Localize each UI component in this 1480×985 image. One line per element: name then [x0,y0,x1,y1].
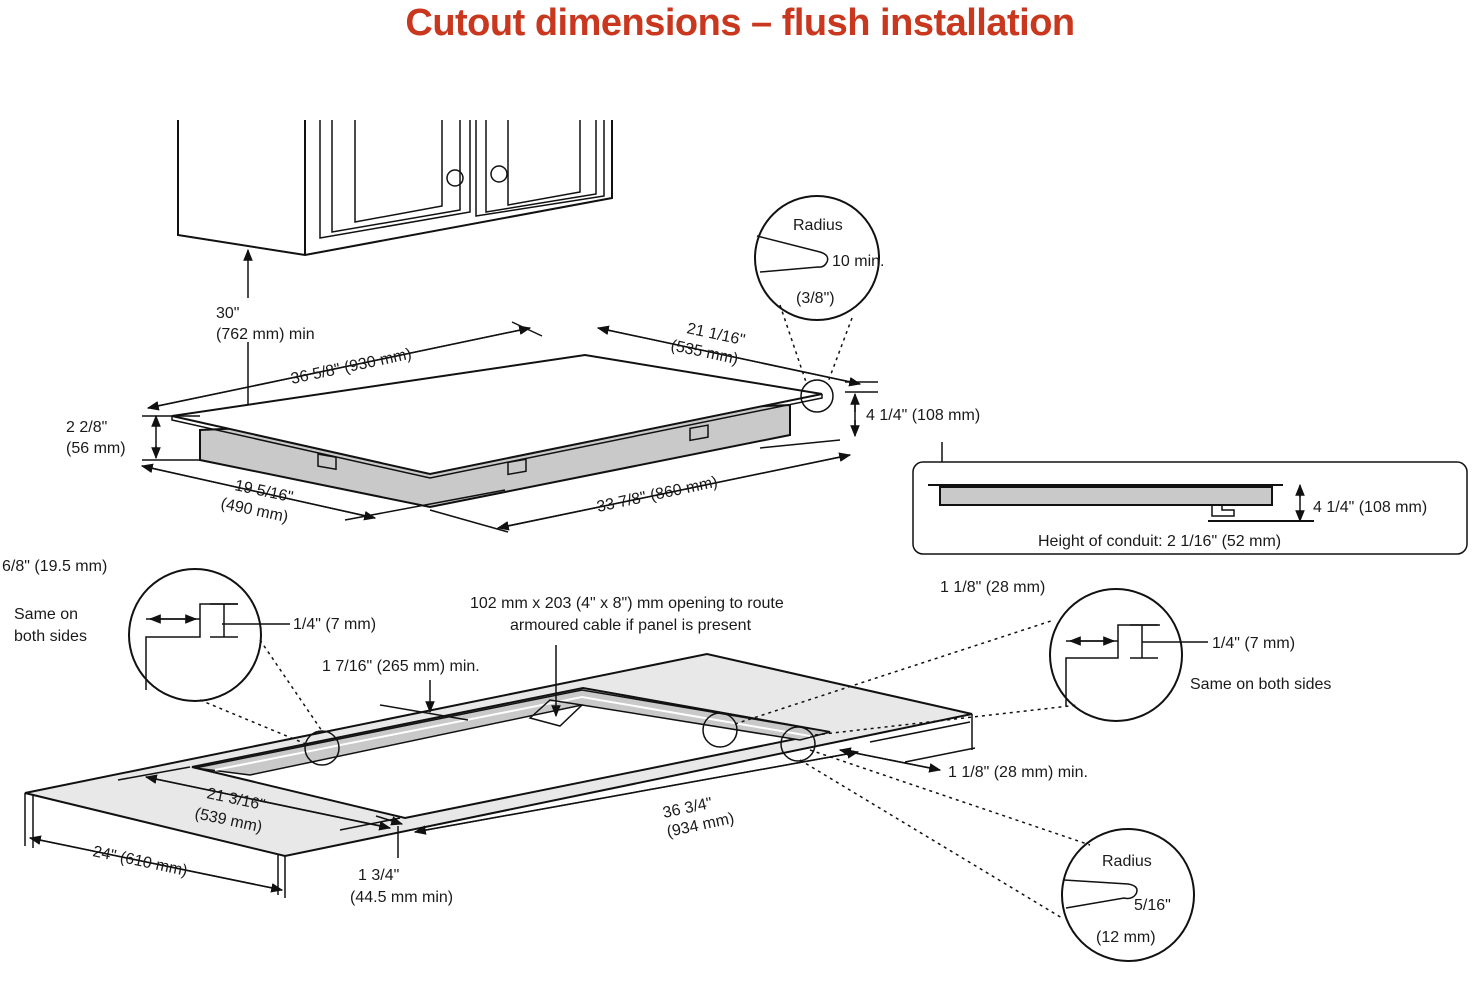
right-ledge-label: 1 1/8" (28 mm) [940,579,1045,596]
radius-value-top: 10 min. [832,253,884,270]
left-depth-label: 1/4" (7 mm) [293,616,376,633]
radius-detail-bottom: Radius 5/16" (12 mm) [1061,828,1195,962]
cabinet-knob-right [490,165,508,183]
front-min-value: 1 3/4" [358,867,399,884]
clearance-unit: (762 mm) min [216,326,315,343]
upper-cabinet [177,120,613,257]
clearance-value: 30" [216,305,239,322]
side-cooktop-body [939,486,1273,506]
profile-detail-left [128,568,290,702]
conduit-label: Height of conduit: 2 1/16" (52 mm) [1038,533,1281,550]
side-min-label: 1 1/8" (28 mm) min. [948,764,1088,781]
opening-note-line2: armoured cable if panel is present [510,617,752,634]
connector-icon [317,453,337,471]
connector-icon [689,424,709,442]
radius-unit-top: (3/8") [796,290,835,307]
right-note: Same on both sides [1190,676,1331,693]
left-callout-marker [304,730,340,766]
radius-unit-bottom: (12 mm) [1096,929,1156,946]
radius-callout-marker [800,379,834,413]
thickness-unit: (56 mm) [66,440,126,457]
front-min-unit: (44.5 mm min) [350,889,453,906]
countertop [24,652,973,898]
radius-title-bottom: Radius [1102,853,1152,870]
side-detail-box: 4 1/4" (108 mm) Height of conduit: 2 1/1… [912,442,1468,555]
cutout-ledge [194,689,831,776]
right-depth-label: 1/4" (7 mm) [1212,635,1295,652]
back-min-label: 1 7/16" (265 mm) min. [322,658,480,675]
radius-callout-marker [780,726,816,762]
diagram-title: Cutout dimensions – flush installation [405,2,1075,44]
connector-icon [507,458,527,476]
side-height-label: 4 1/4" (108 mm) [1313,499,1427,516]
radius-detail-top: Radius 10 min. (3/8") [754,195,884,321]
cable-opening [528,699,584,727]
thickness-value: 2 2/8" [66,419,107,436]
cooktop [171,353,823,509]
right-callout-marker [702,712,738,748]
radius-title-top: Radius [793,217,843,234]
left-note-line2: both sides [14,628,87,645]
width-bottom-label: 33 7/8" (860 mm) [595,474,719,516]
width-label: 36 5/8" (930 mm) [289,346,413,388]
left-note-line1: Same on [14,606,78,623]
profile-detail-right [1049,588,1208,722]
radius-value-bottom: 5/16" [1134,897,1171,914]
cabinet-knob-left [446,169,464,187]
opening-note-line1: 102 mm x 203 (4" x 8") mm opening to rou… [470,595,784,612]
counter-depth-label: 24" (610 mm) [91,843,189,880]
top-height-label: 4 1/4" (108 mm) [866,407,980,424]
left-ledge-label: 6/8" (19.5 mm) [2,558,107,575]
